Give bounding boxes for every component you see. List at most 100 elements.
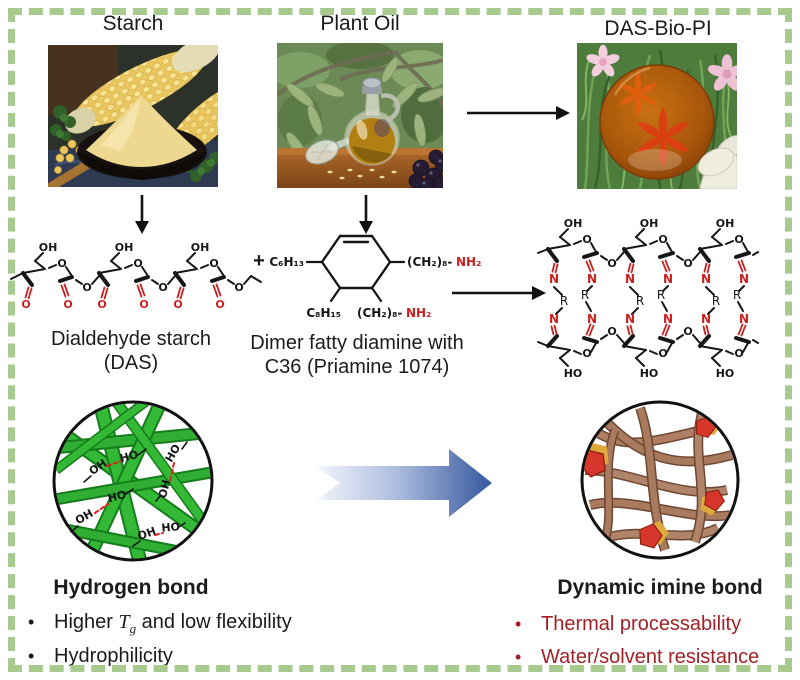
bond-line xyxy=(546,247,559,263)
atom-label: O xyxy=(21,298,30,311)
bond-line xyxy=(622,247,635,263)
atom-label: O xyxy=(234,281,243,294)
atom-label: HO xyxy=(640,367,659,380)
atom-label: OH xyxy=(716,217,735,230)
bond-line xyxy=(243,275,252,285)
plus-sign: + xyxy=(253,250,265,272)
bond-line xyxy=(10,272,24,280)
bond-line xyxy=(616,334,625,344)
bond-line xyxy=(91,275,100,285)
bond-line xyxy=(320,234,342,264)
bond-line xyxy=(582,251,599,259)
flower-pink-left xyxy=(585,44,621,79)
bond-line xyxy=(178,522,186,528)
bond-line xyxy=(48,264,57,269)
atom-label: O xyxy=(683,325,692,338)
bond-line xyxy=(173,271,186,287)
bond-line xyxy=(186,252,196,262)
hydrogen-bond-dash xyxy=(106,460,122,467)
atom-label: O xyxy=(582,347,591,360)
atom-label: O xyxy=(209,257,218,270)
atom-label: O xyxy=(57,257,66,270)
bond-line xyxy=(585,301,592,312)
bond-line xyxy=(698,247,711,263)
bond-line xyxy=(737,323,744,336)
atom-label: OH xyxy=(191,241,210,254)
atom-label: N xyxy=(701,272,711,286)
bond-line xyxy=(734,336,751,344)
bond-line xyxy=(573,240,582,245)
bond-line xyxy=(661,260,668,273)
bond-line xyxy=(627,262,632,273)
bond-line xyxy=(24,286,30,299)
bond-line xyxy=(329,286,342,303)
bond-line xyxy=(635,357,645,367)
bullet-higher-tg: • Higher Tg and low flexibility xyxy=(28,611,458,637)
arrow-oil-down xyxy=(359,195,373,234)
bond-line xyxy=(706,263,711,274)
atom-label: OH xyxy=(136,524,158,543)
bond-line xyxy=(553,324,558,335)
atom-label: O xyxy=(658,233,667,246)
bond-line xyxy=(75,279,83,285)
bond-line xyxy=(588,259,595,272)
bond-line xyxy=(559,228,569,238)
atom-label: N xyxy=(663,312,673,326)
hydrogen-bond-dash xyxy=(94,503,109,514)
diamine-caption: Dimer fatty diamine with C36 (Priamine 1… xyxy=(237,331,477,379)
atom-label: O xyxy=(734,347,743,360)
bond-line xyxy=(573,350,582,355)
bond-line xyxy=(711,228,721,238)
product-label: DAS-Bio-PI xyxy=(604,17,712,40)
bond-line xyxy=(555,307,563,315)
atom-label: O xyxy=(139,298,148,311)
bond-line xyxy=(622,334,635,348)
bond-line xyxy=(227,279,235,285)
bond-line xyxy=(600,334,608,340)
atom-label: O xyxy=(97,298,106,311)
atom-label: O xyxy=(683,257,692,270)
bond-line xyxy=(559,357,569,367)
bond-line xyxy=(699,345,723,351)
bond-line xyxy=(725,350,734,355)
das-caption-line1: Dialdehyde starch xyxy=(50,328,212,350)
bond-line xyxy=(58,275,74,283)
bullet-water-solvent: • Water/solvent resistance xyxy=(515,646,785,669)
atom-label: R xyxy=(712,294,720,308)
bond-line xyxy=(110,252,120,262)
bond-line xyxy=(626,325,631,336)
bond-line xyxy=(98,268,122,274)
atom-label: OH xyxy=(640,217,659,230)
bond-line xyxy=(586,285,593,292)
bond-line xyxy=(550,325,555,336)
bond-line xyxy=(167,275,176,285)
bond-line xyxy=(97,271,110,287)
hydrogen-bond-dash xyxy=(169,462,175,482)
bond-line xyxy=(600,255,608,261)
bond-line xyxy=(176,286,182,299)
oil-cruet xyxy=(344,77,400,166)
atom-label: R xyxy=(636,294,644,308)
bond-line xyxy=(725,240,734,245)
atom-label: O xyxy=(173,298,182,311)
bond-line xyxy=(136,284,143,298)
das-caption-line2: (DAS) xyxy=(103,352,159,374)
atom-label: C₈H₁₅ xyxy=(306,306,341,320)
bond-line xyxy=(34,260,46,270)
bond-line xyxy=(702,325,707,336)
bullet-dot: • xyxy=(515,614,522,634)
bond-line xyxy=(635,236,647,246)
atom-label: C₆H₁₃ xyxy=(269,255,304,269)
bond-line xyxy=(705,324,710,335)
bond-line xyxy=(698,334,711,348)
bond-line xyxy=(370,286,383,303)
bond-line xyxy=(711,357,721,367)
bullet-thermal: • Thermal processability xyxy=(515,613,785,636)
atom-label: O xyxy=(158,281,167,294)
bond-line xyxy=(658,251,675,259)
flower-pink-right xyxy=(706,54,737,94)
bond-line xyxy=(554,263,559,274)
bond-line xyxy=(21,271,34,287)
